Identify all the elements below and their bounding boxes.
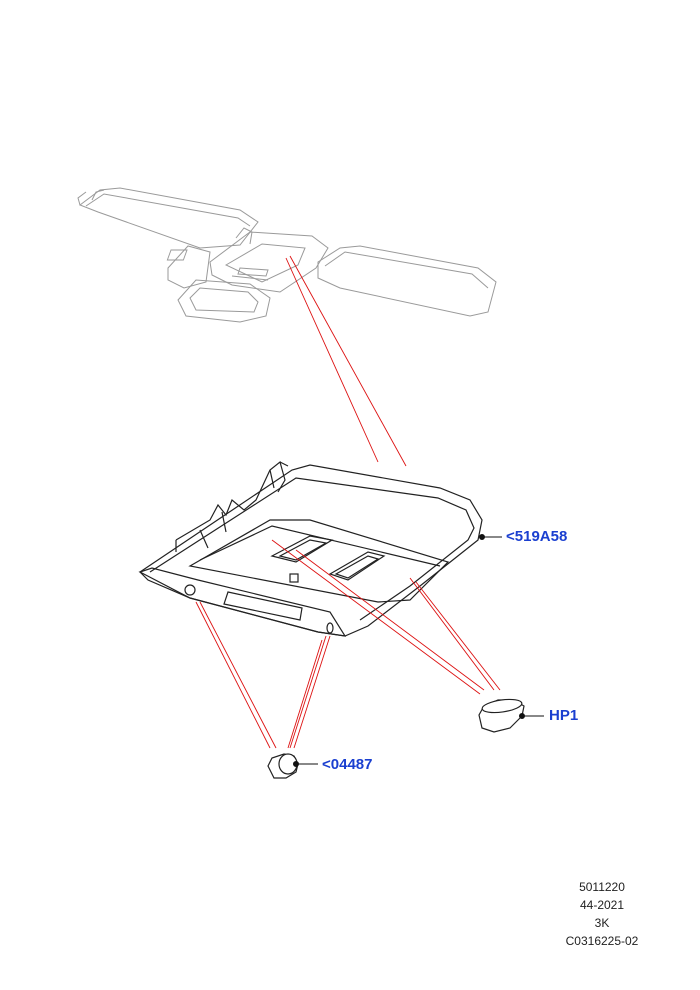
callout-hp1[interactable]: HP1 [549, 707, 579, 724]
console-outer-shell [139, 464, 483, 637]
lamp-lens-part [478, 698, 525, 733]
switch-buttons [270, 535, 386, 583]
diagram-reference-block: 5011220 44-2021 3K C0316225-02 [522, 878, 642, 950]
screw-cap-part [267, 753, 299, 779]
reference-line-3: 3K [594, 916, 610, 930]
overhead-console [138, 460, 483, 637]
leader-lines [195, 255, 501, 749]
callout-519a58[interactable]: <519A58 [506, 528, 568, 545]
reference-line-4: C0316225-02 [565, 934, 639, 948]
inner-panel [188, 519, 450, 603]
rear-view-mirror [177, 279, 271, 323]
left-lamp-hole [184, 584, 196, 596]
front-face [138, 567, 347, 637]
mount-clips [175, 460, 286, 541]
reference-line-1: 5011220 [579, 880, 625, 894]
center-console-context [209, 231, 329, 293]
callout-pointers [293, 534, 544, 767]
right-lamp-hole [326, 622, 334, 634]
callout-04487[interactable]: <04487 [322, 756, 373, 773]
reference-line-2: 44-2021 [579, 898, 625, 912]
right-sun-visor [317, 245, 497, 317]
display-slot [223, 591, 303, 621]
left-sun-visor [78, 187, 259, 249]
context-assembly [77, 187, 497, 323]
